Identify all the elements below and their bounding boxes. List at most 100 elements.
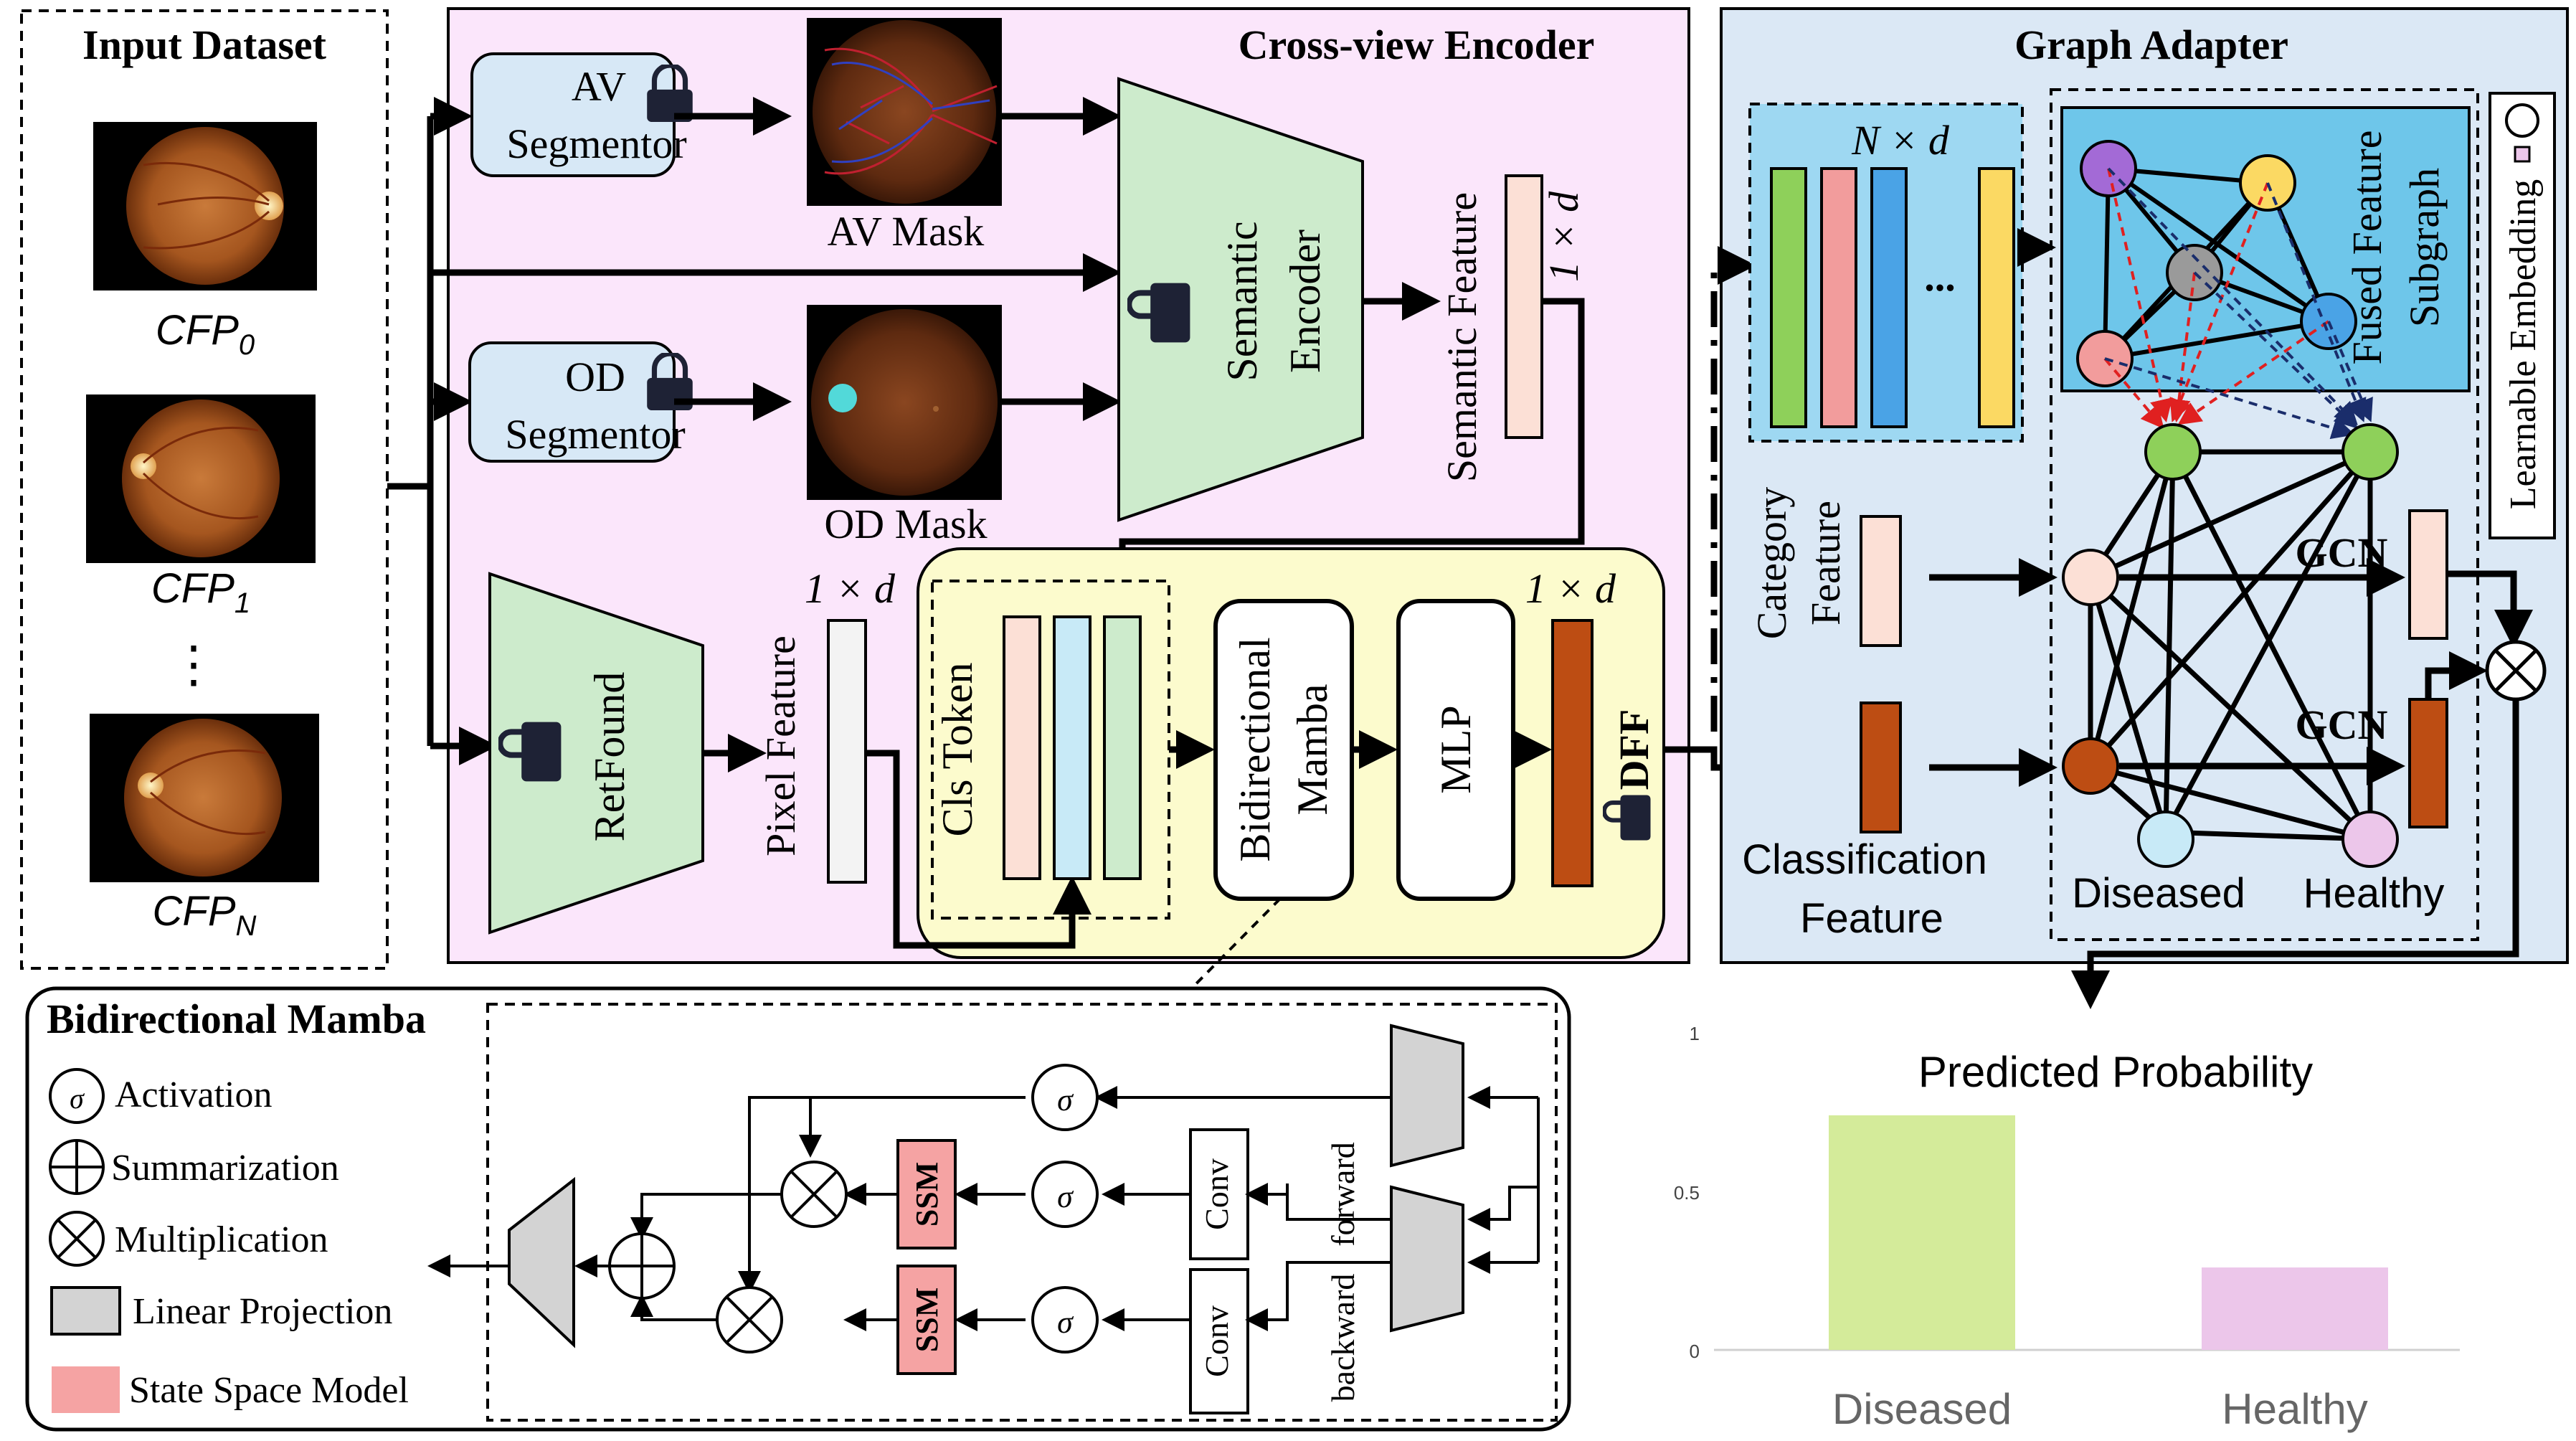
av-mask-label: AV Mask bbox=[828, 208, 985, 255]
diseased-label: Diseased bbox=[2072, 870, 2245, 917]
multiply-backward bbox=[716, 1286, 783, 1353]
semantic-encoder: Semantic Encoder bbox=[1117, 77, 1364, 522]
svg-text:Semantic: Semantic bbox=[1218, 221, 1266, 381]
fundus-image-0 bbox=[93, 122, 317, 290]
semantic-token-vector bbox=[1103, 615, 1142, 880]
input-routing-arrows bbox=[387, 97, 1122, 765]
pixel-feature-label: Pixel Feature bbox=[757, 636, 804, 856]
embedding-node-icon bbox=[2505, 103, 2539, 138]
cfp1-label: CFP1 bbox=[151, 565, 250, 619]
activation-forward: σ bbox=[1031, 1161, 1099, 1228]
semantic-feature-vector bbox=[1505, 174, 1543, 439]
category-feature-label-1: Category bbox=[1748, 487, 1795, 640]
category-node bbox=[2062, 549, 2119, 606]
fundus-image-1 bbox=[86, 394, 316, 563]
svg-text:SSM: SSM bbox=[909, 1288, 944, 1352]
multiply-forward bbox=[780, 1161, 848, 1228]
embedding-square-icon bbox=[2514, 146, 2531, 163]
dff-dim-label: 1 × d bbox=[1525, 565, 1616, 612]
classification-feature-label-2: Feature bbox=[1800, 895, 1943, 942]
svg-text:MLP: MLP bbox=[1432, 705, 1479, 793]
chart-title: Predicted Probability bbox=[1918, 1048, 2313, 1096]
linear-projection-top bbox=[1390, 1024, 1464, 1168]
learnable-embedding-legend: Learnable Embedding bbox=[2489, 92, 2556, 539]
feature-bank-dim: N × d bbox=[1851, 117, 1950, 164]
arrow-mult-to-probability bbox=[2071, 699, 2519, 1009]
svg-text:σ: σ bbox=[1057, 1082, 1074, 1118]
activation-top: σ bbox=[1031, 1064, 1099, 1131]
svg-text:OD: OD bbox=[565, 354, 625, 400]
retfound-encoder: RetFound bbox=[488, 572, 704, 935]
gcn-bottom-label: GCN bbox=[2296, 701, 2388, 748]
dataset-ellipsis: ⋮ bbox=[169, 638, 219, 693]
gcn-output-classification bbox=[2408, 698, 2448, 828]
svg-text:σ: σ bbox=[70, 1082, 85, 1115]
svg-text:RetFound: RetFound bbox=[586, 672, 633, 842]
fundus-image-n bbox=[90, 714, 319, 882]
category-feature-label-2: Feature bbox=[1802, 501, 1849, 625]
conv-forward: Conv bbox=[1189, 1128, 1249, 1260]
graph-region bbox=[2050, 88, 2479, 941]
cls-token-label: Cls Token bbox=[934, 662, 981, 836]
cross-view-encoder-title: Cross-view Encoder bbox=[1239, 22, 1595, 68]
gcn-output-category bbox=[2408, 509, 2448, 640]
linear-projection-legend-icon bbox=[50, 1286, 121, 1336]
diseased-node bbox=[2137, 811, 2194, 868]
svg-text:Summarization: Summarization bbox=[111, 1148, 339, 1189]
classification-node bbox=[2062, 737, 2119, 795]
bar-healthy bbox=[2202, 1267, 2388, 1350]
svg-text:SSM: SSM bbox=[909, 1162, 944, 1227]
mlp-block: MLP bbox=[1396, 599, 1515, 901]
svg-text:Subgraph: Subgraph bbox=[2401, 168, 2448, 327]
bank-vector-blue bbox=[1870, 167, 1908, 428]
graph-adapter-title: Graph Adapter bbox=[2014, 22, 2288, 68]
semantic-dim-label: 1 × d bbox=[1540, 191, 1587, 282]
feature-bank: N × d ... bbox=[1748, 103, 2024, 443]
arrow-gcn-bottom-to-mult bbox=[2425, 651, 2488, 699]
arrow-pixel-to-cls bbox=[866, 750, 1092, 949]
subgraph-to-class-edges bbox=[2103, 167, 2373, 440]
svg-text:Learnable Embedding: Learnable Embedding bbox=[2503, 179, 2544, 510]
svg-text:σ: σ bbox=[1057, 1305, 1074, 1340]
mamba-diagram bbox=[1467, 1086, 1540, 1274]
y-tick-label-0: 0 bbox=[1690, 1341, 1700, 1362]
svg-text:AV: AV bbox=[572, 63, 626, 110]
svg-text:Bidirectional: Bidirectional bbox=[1231, 637, 1279, 861]
ssm-forward: SSM bbox=[896, 1139, 957, 1249]
predicted-probability-chart: Predicted Probability 1 0.5 0 Diseased H… bbox=[1674, 1023, 2460, 1433]
bimamba-detail-title: Bidirectional Mamba bbox=[47, 996, 426, 1042]
av-segmentor: AV Segmentor bbox=[470, 52, 693, 177]
av-mask-image bbox=[807, 18, 1002, 206]
dff-vector bbox=[1551, 619, 1594, 887]
svg-text:Segmentor: Segmentor bbox=[505, 411, 685, 458]
class-node-green-2 bbox=[2341, 423, 2399, 481]
svg-text:Encoder: Encoder bbox=[1282, 230, 1329, 373]
od-mask-image bbox=[807, 305, 1002, 500]
graph-multiplication-op bbox=[2485, 640, 2547, 701]
svg-text:Segmentor: Segmentor bbox=[506, 121, 686, 167]
svg-text:State Space Model: State Space Model bbox=[129, 1370, 409, 1411]
fused-feature-subgraph: Fused Feature Subgraph bbox=[2060, 106, 2471, 392]
bank-vector-green bbox=[1770, 167, 1807, 428]
healthy-node bbox=[2341, 811, 2399, 868]
svg-text:Mamba: Mamba bbox=[1289, 684, 1336, 815]
conv-backward: Conv bbox=[1189, 1268, 1249, 1414]
pixel-dim-label: 1 × d bbox=[805, 565, 896, 612]
cls-token-group: Cls Token bbox=[931, 580, 1170, 920]
dff-label: DFF bbox=[1611, 709, 1657, 790]
summarization-legend-icon bbox=[49, 1139, 105, 1195]
svg-text:Linear Projection: Linear Projection bbox=[133, 1291, 392, 1332]
cfp0-label: CFP0 bbox=[156, 307, 255, 361]
arrow-gcn-top-to-mult bbox=[2447, 570, 2533, 648]
forward-label: forward bbox=[1325, 1142, 1361, 1247]
ssm-backward: SSM bbox=[896, 1265, 957, 1375]
y-tick-label-0-5: 0.5 bbox=[1674, 1182, 1700, 1204]
bank-vector-red bbox=[1820, 167, 1857, 428]
svg-text:σ: σ bbox=[1057, 1179, 1074, 1214]
feature-bank-ellipsis: ... bbox=[1924, 253, 1956, 300]
bidirectional-mamba-block: Bidirectional Mamba bbox=[1213, 599, 1354, 901]
activation-legend-icon bbox=[49, 1068, 105, 1124]
semantic-feature-label: Semantic Feature bbox=[1439, 192, 1485, 482]
cfpn-label: CFPN bbox=[153, 888, 257, 942]
cls-token-vector bbox=[1003, 615, 1041, 880]
